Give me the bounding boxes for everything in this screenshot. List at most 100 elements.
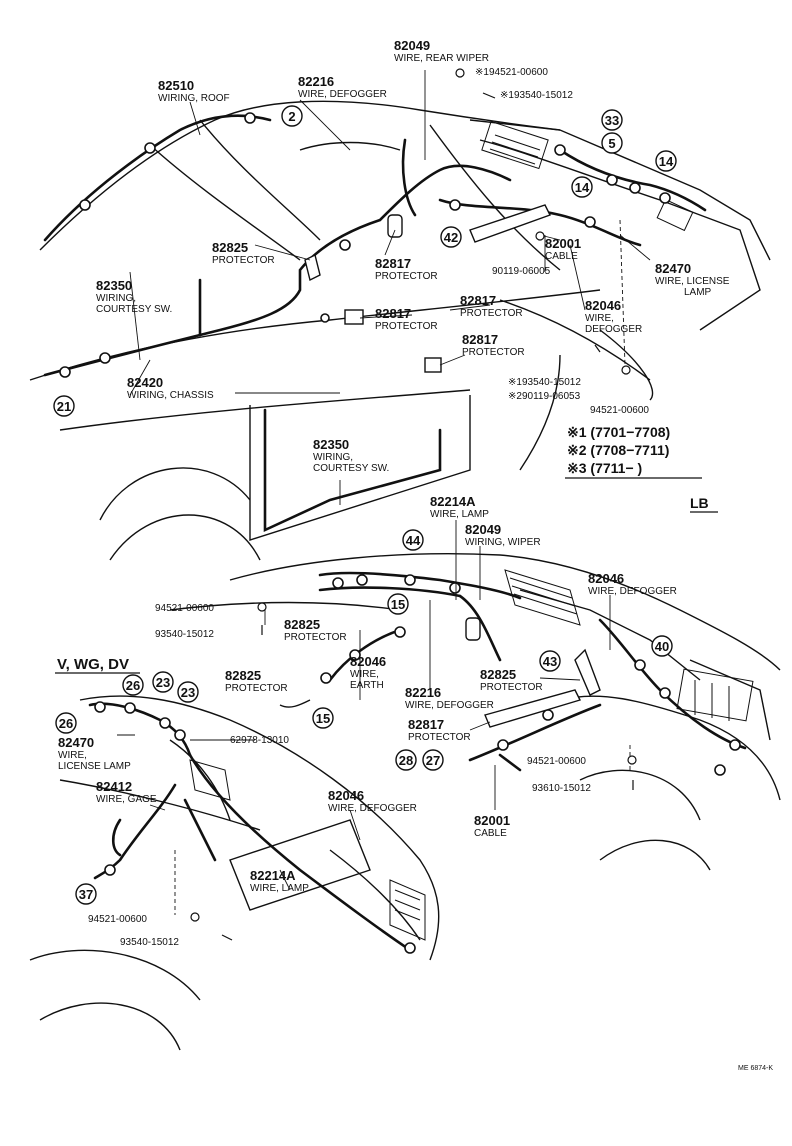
label-desc: WIRE, DEFOGGER — [298, 89, 387, 100]
top-connectors — [59, 112, 671, 378]
label-number: 82817 — [375, 256, 411, 271]
label-number: 82817 — [462, 332, 498, 347]
label-desc: WIRING, — [96, 293, 136, 304]
callout: 5 — [601, 132, 623, 154]
label-desc: WIRE, — [350, 669, 379, 680]
nut-icon — [190, 912, 200, 922]
leader-lines — [117, 70, 651, 915]
bolt-icon — [482, 92, 496, 99]
label-desc: CABLE — [545, 251, 578, 262]
svg-text:26: 26 — [126, 678, 140, 693]
note-3: ※3 (7711− ) — [567, 460, 642, 476]
callout: 42 — [440, 226, 462, 248]
label-desc: WIRE, — [585, 313, 614, 324]
label-number: 82825 — [225, 668, 261, 683]
variant-vwgdv-title: V, WG, DV — [57, 656, 129, 673]
label-number: 82470 — [655, 261, 691, 276]
svg-text:15: 15 — [391, 597, 405, 612]
label-number: 82214A — [250, 868, 296, 883]
label-desc: WIRE, — [58, 750, 87, 761]
label-desc: COURTESY SW. — [96, 304, 172, 315]
label-number: 82216 — [298, 74, 334, 89]
label-number: 82046 — [588, 571, 624, 586]
callout: 33 — [601, 109, 623, 131]
label-desc: PROTECTOR — [225, 683, 288, 694]
callout: 23 — [152, 671, 174, 693]
label-desc: WIRE, DEFOGGER — [588, 586, 677, 597]
label-desc: EARTH — [350, 680, 384, 691]
svg-text:28: 28 — [399, 753, 413, 768]
label-desc: COURTESY SW. — [313, 463, 389, 474]
svg-text:37: 37 — [79, 887, 93, 902]
nut-icon — [627, 755, 637, 765]
label-number: 82049 — [394, 38, 430, 53]
svg-text:40: 40 — [655, 639, 669, 654]
label-number: 82817 — [375, 306, 411, 321]
label-desc: WIRE, DEFOGGER — [328, 803, 417, 814]
top-protectors — [304, 204, 551, 373]
hardware-part-numbers: ※194521-00600 ※193540-15012 90119-06005 … — [88, 67, 649, 948]
lower-connectors — [320, 574, 741, 776]
label-desc: WIRE, GAGE — [96, 794, 157, 805]
footer-code: ME 6874-K — [738, 1065, 773, 1072]
label-number: 82001 — [474, 813, 510, 828]
callout: 26 — [55, 712, 77, 734]
label-number: 82350 — [96, 278, 132, 293]
top-harness — [43, 114, 707, 533]
label-desc: LAMP — [684, 287, 712, 298]
callout: 14 — [655, 150, 677, 172]
callout: 26 — [122, 674, 144, 696]
callout: 15 — [312, 707, 334, 729]
label-number: 82510 — [158, 78, 194, 93]
label-desc: WIRING, WIPER — [465, 537, 541, 548]
label-number: 82825 — [480, 667, 516, 682]
callout: 37 — [75, 883, 97, 905]
nut-icon — [535, 231, 545, 241]
bolt-icon — [594, 344, 601, 353]
note-1: ※1 (7701−7708) — [567, 424, 670, 440]
label-number: 82214A — [430, 494, 476, 509]
label-desc: PROTECTOR — [375, 321, 438, 332]
label-number: 82420 — [127, 375, 163, 390]
label-desc: DEFOGGER — [585, 324, 642, 335]
part-number: 93610-15012 — [532, 783, 591, 794]
svg-text:42: 42 — [444, 230, 458, 245]
label-number: 82825 — [212, 240, 248, 255]
label-desc: CABLE — [474, 828, 507, 839]
callout: 28 — [395, 749, 417, 771]
lower-harness — [318, 571, 747, 772]
label-number: 82412 — [96, 779, 132, 794]
part-number: ※290119-06053 — [508, 391, 581, 402]
callouts: 2 33 5 14 14 42 21 44 15 15 43 40 28 27 … — [53, 105, 677, 905]
label-number: 82350 — [313, 437, 349, 452]
label-number: 82817 — [460, 293, 496, 308]
top-tail-lamp — [481, 120, 694, 232]
svg-text:26: 26 — [59, 716, 73, 731]
label-desc: WIRING, ROOF — [158, 93, 230, 104]
part-labels: 82049 WIRE, REAR WIPER 82510 WIRING, ROO… — [58, 38, 730, 894]
label-number: 82825 — [284, 617, 320, 632]
nut-icon — [621, 365, 631, 375]
label-number: 82046 — [585, 298, 621, 313]
label-desc: WIRE, LICENSE — [655, 276, 730, 287]
hardware-glyphs — [190, 68, 637, 941]
label-desc: PROTECTOR — [408, 732, 471, 743]
bolt-icon — [221, 934, 233, 941]
label-number: 82049 — [465, 522, 501, 537]
label-desc: PROTECTOR — [462, 347, 525, 358]
label-number: 82046 — [328, 788, 364, 803]
label-desc: WIRING, — [313, 452, 353, 463]
left-lamp — [189, 759, 426, 941]
svg-text:5: 5 — [608, 136, 615, 151]
part-number: ※194521-00600 — [475, 67, 548, 78]
note-2: ※2 (7708−7711) — [567, 442, 669, 458]
label-desc: PROTECTOR — [480, 682, 543, 693]
date-range-notes: ※1 (7701−7708) ※2 (7708−7711) ※3 (7711− … — [567, 424, 670, 476]
part-number: 93540-15012 — [120, 937, 179, 948]
svg-text:15: 15 — [316, 711, 330, 726]
part-number: 93540-15012 — [155, 629, 214, 640]
label-desc: PROTECTOR — [375, 271, 438, 282]
left-body-outline — [29, 695, 440, 1051]
label-desc: WIRING, CHASSIS — [127, 390, 214, 401]
